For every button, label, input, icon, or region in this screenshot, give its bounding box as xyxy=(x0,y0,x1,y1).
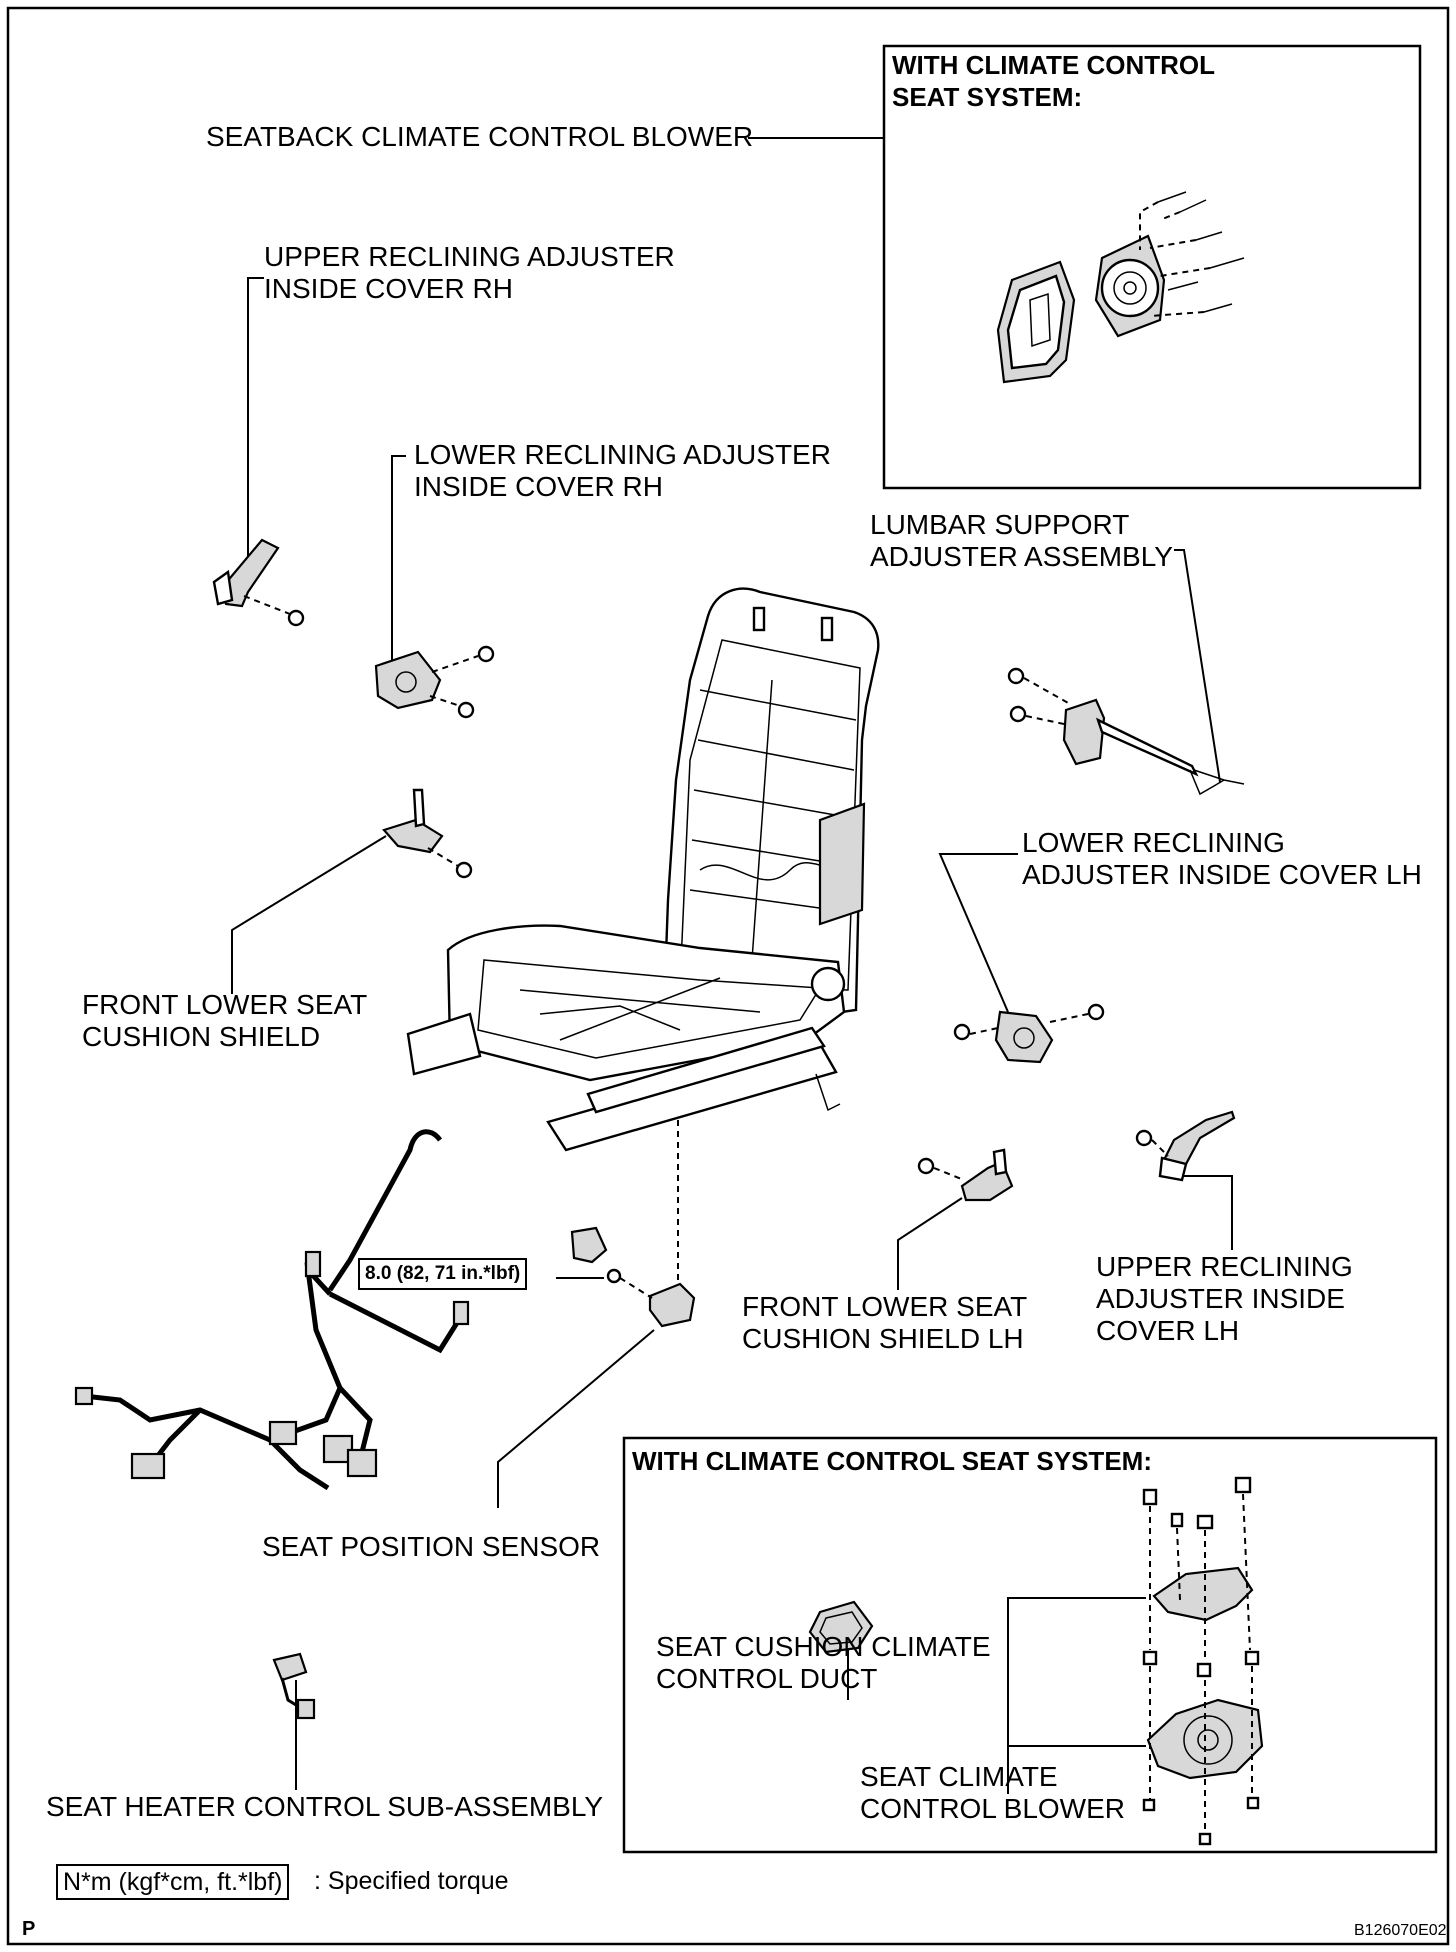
legend-description: : Specified torque xyxy=(314,1867,509,1895)
label-lower-lh-2: ADJUSTER INSIDE COVER LH xyxy=(1022,859,1422,890)
wire-harness-drawing xyxy=(74,1129,470,1491)
label-lumbar-1: LUMBAR SUPPORT xyxy=(870,509,1130,540)
legend-unit-box: N*m (kgf*cm, ft.*lbf) xyxy=(56,1864,290,1900)
seat-heater-drawing xyxy=(272,1652,316,1720)
label-seat-heater: SEAT HEATER CONTROL SUB-ASSEMBLY xyxy=(46,1791,604,1822)
upper-lh-cover-drawing xyxy=(1135,1110,1236,1182)
page-border xyxy=(6,6,1450,1946)
label-lower-rh-1: LOWER RECLINING ADJUSTER xyxy=(414,439,831,470)
label-upper-lh-2: ADJUSTER INSIDE xyxy=(1096,1283,1345,1314)
label-lumbar-2: ADJUSTER ASSEMBLY xyxy=(870,541,1173,572)
top-box-title-2: SEAT SYSTEM: xyxy=(892,82,1083,112)
label-upper-rh-1: UPPER RECLINING ADJUSTER xyxy=(264,241,675,272)
label-duct-2: CONTROL DUCT xyxy=(656,1663,878,1694)
lumbar-adjuster-drawing xyxy=(1007,667,1245,796)
seat-frame-drawing xyxy=(406,587,880,1152)
label-front-shield-lh-2: CUSHION SHIELD LH xyxy=(742,1323,1024,1354)
leader-lower-rh xyxy=(391,455,406,670)
leader-lower-lh xyxy=(938,853,1018,1013)
leader-lumbar xyxy=(1174,549,1221,783)
label-duct-1: SEAT CUSHION CLIMATE xyxy=(656,1631,991,1662)
label-upper-lh-1: UPPER RECLINING xyxy=(1096,1251,1353,1282)
label-front-shield-2: CUSHION SHIELD xyxy=(82,1021,321,1052)
front-shield-lh-drawing xyxy=(917,1148,1014,1202)
leader-upper-rh xyxy=(247,277,264,560)
lower-lh-cover-drawing xyxy=(953,1003,1105,1064)
upper-rh-cover-drawing xyxy=(212,538,305,627)
label-lower-rh-2: INSIDE COVER RH xyxy=(414,471,663,502)
torque-spec: 8.0 (82, 71 in.*lbf) xyxy=(358,1258,528,1290)
figure-code: B126070E02 xyxy=(1354,1922,1447,1939)
label-blower-1: SEAT CLIMATE xyxy=(860,1761,1058,1792)
label-seatback-blower: SEATBACK CLIMATE CONTROL BLOWER xyxy=(206,121,754,152)
seatback-blower-drawing xyxy=(996,191,1245,384)
seat-position-sensor-drawing xyxy=(570,1226,696,1328)
label-seat-position-sensor: SEAT POSITION SENSOR xyxy=(262,1531,601,1562)
label-front-shield-1: FRONT LOWER SEAT xyxy=(82,989,368,1020)
front-shield-rh-drawing xyxy=(382,788,473,879)
bottom-box-title: WITH CLIMATE CONTROL SEAT SYSTEM: xyxy=(632,1446,1152,1476)
leader-blower xyxy=(1007,1597,1146,1794)
leader-front-shield-lh xyxy=(897,1197,963,1290)
bottom-inset-box xyxy=(622,1436,1438,1854)
label-blower-2: CONTROL BLOWER xyxy=(860,1793,1125,1824)
label-upper-lh-3: COVER LH xyxy=(1096,1315,1240,1346)
leader-lines xyxy=(231,137,1233,1794)
seat-blower-drawing xyxy=(1142,1476,1264,1846)
corner-letter: P xyxy=(22,1918,36,1940)
top-inset-box xyxy=(882,44,1422,490)
leader-front-shield xyxy=(231,835,387,994)
leader-upper-lh xyxy=(1174,1175,1233,1250)
cushion-duct-drawing xyxy=(808,1600,874,1654)
top-box-title-1: WITH CLIMATE CONTROL xyxy=(892,50,1216,80)
label-front-shield-lh-1: FRONT LOWER SEAT xyxy=(742,1291,1028,1322)
lower-rh-cover-drawing xyxy=(374,645,495,719)
label-upper-rh-2: INSIDE COVER RH xyxy=(264,273,513,304)
label-lower-lh-1: LOWER RECLINING xyxy=(1022,827,1285,858)
leader-sensor xyxy=(497,1329,655,1508)
